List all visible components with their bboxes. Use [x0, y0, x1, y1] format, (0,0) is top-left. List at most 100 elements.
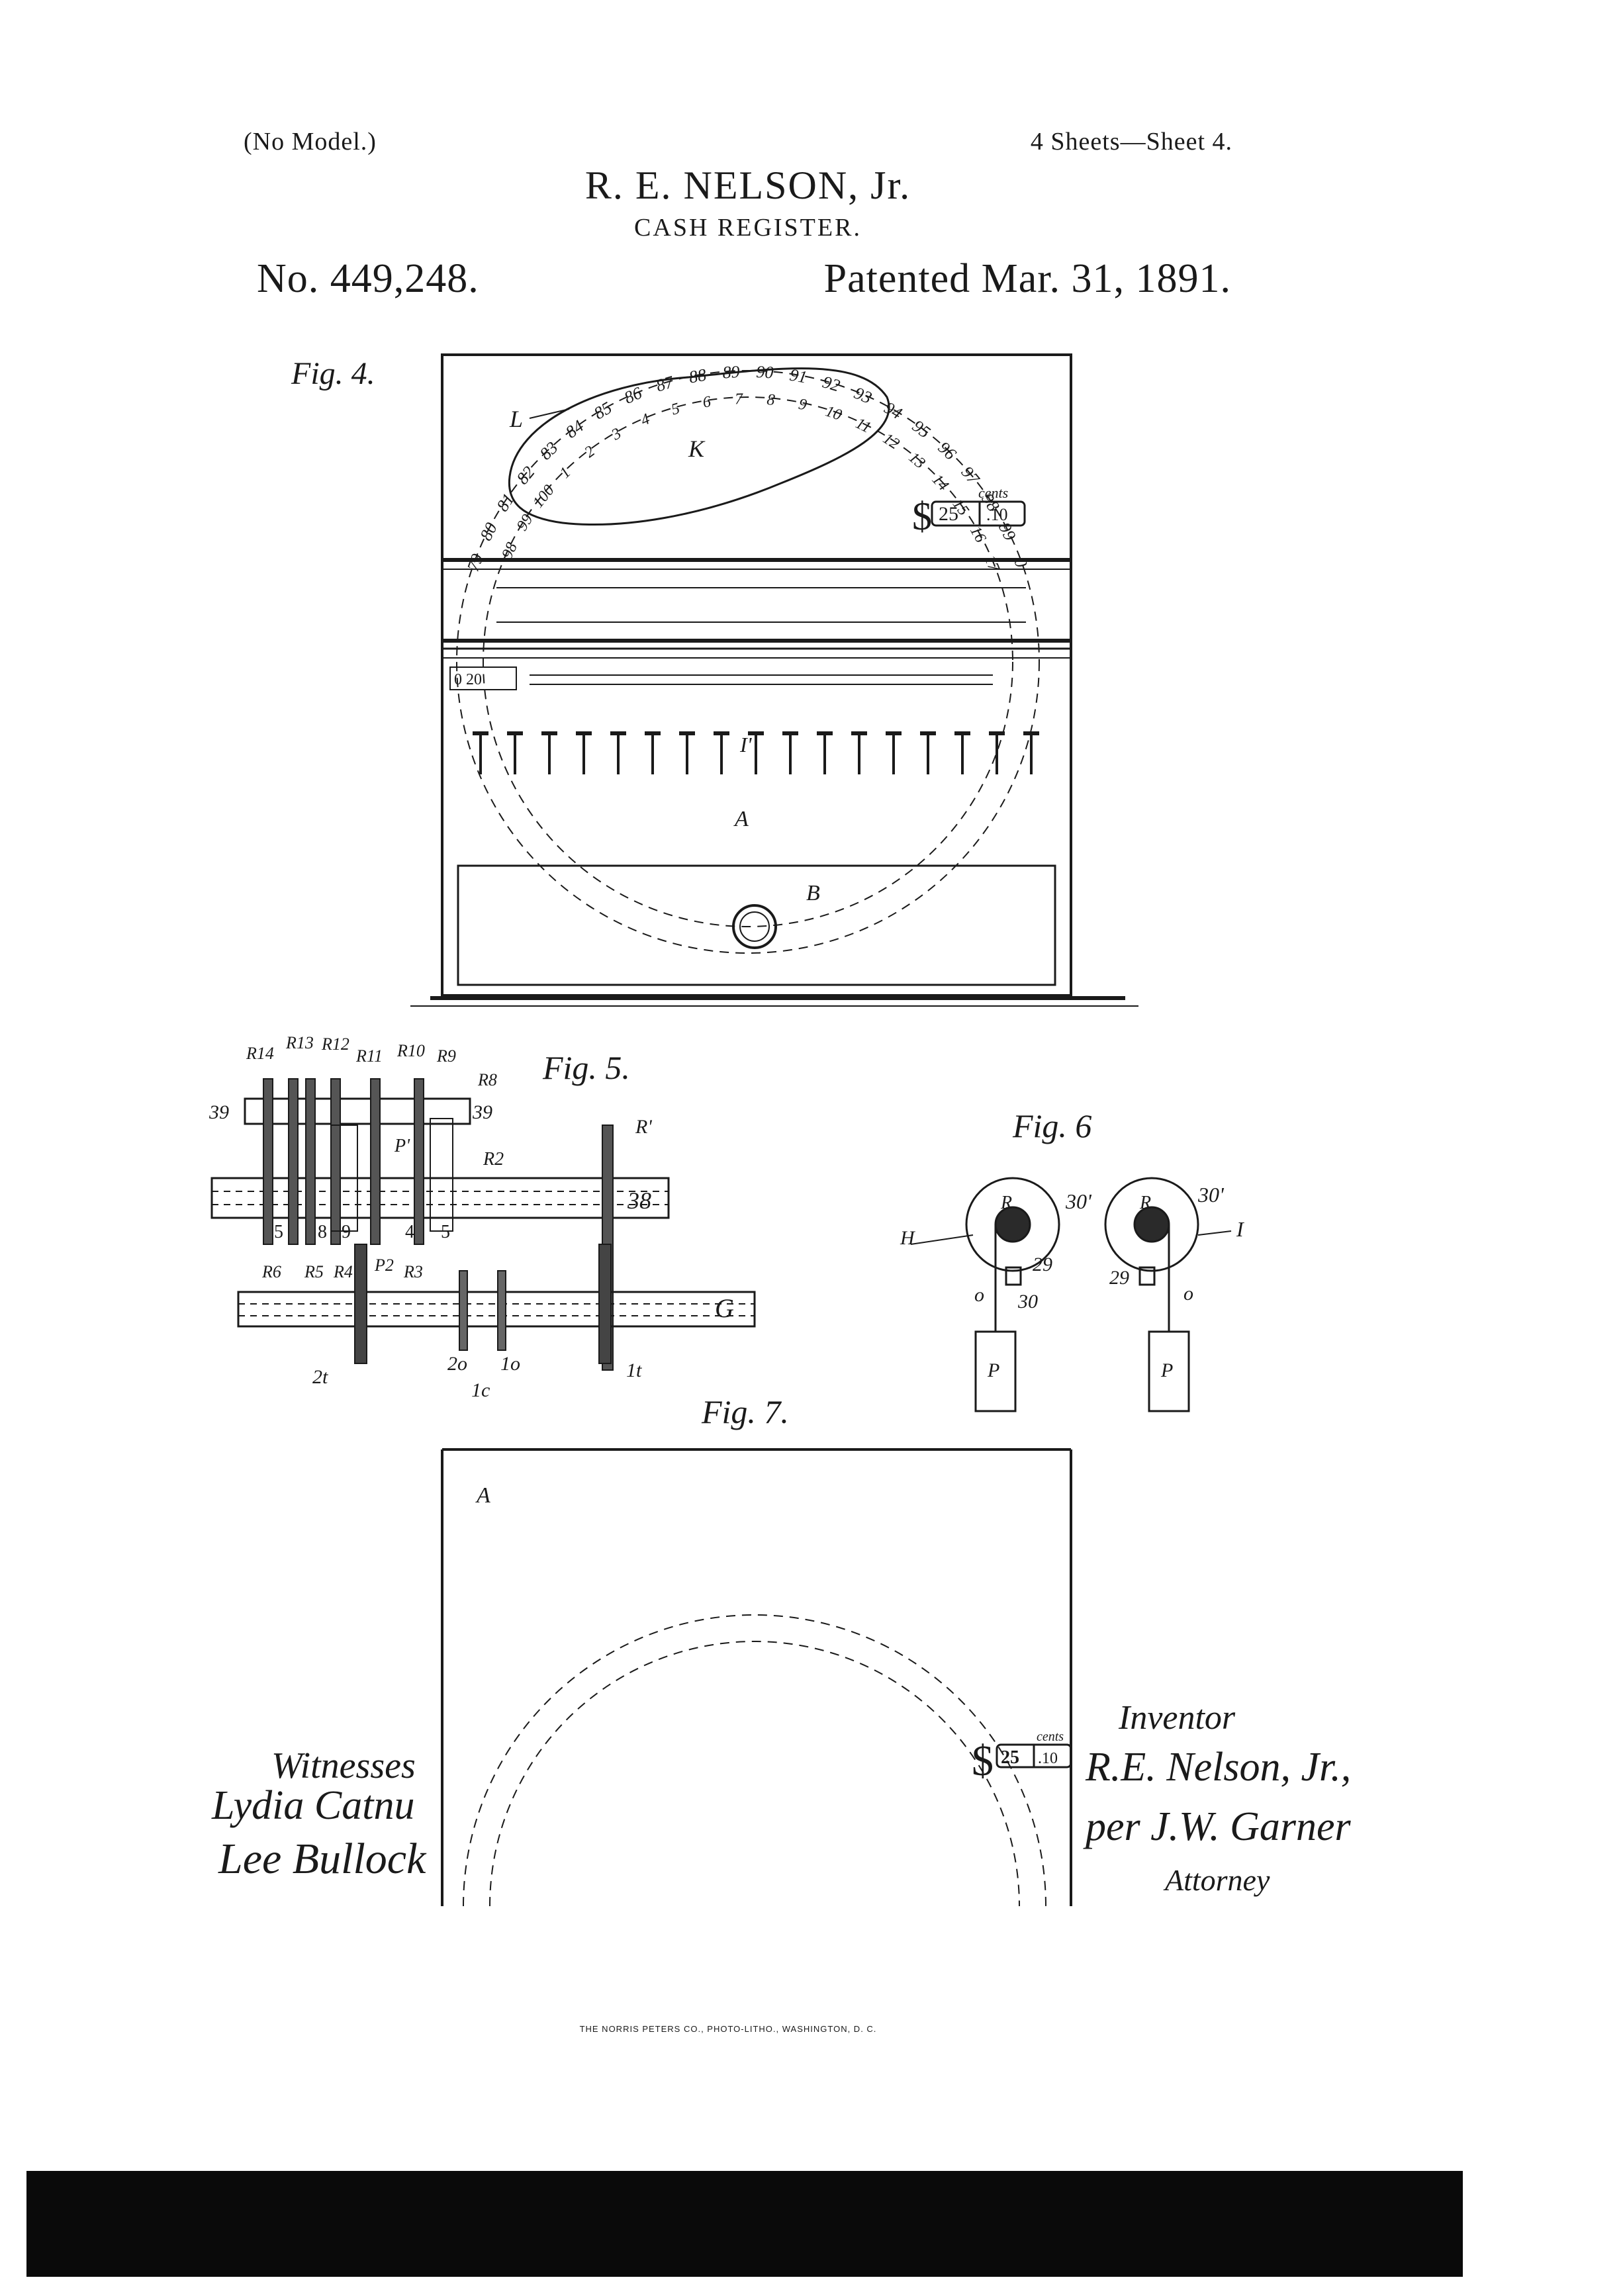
fig4-ref-K: K [688, 436, 706, 462]
fig4-key [576, 731, 592, 774]
dial-number: 88 [688, 365, 708, 387]
fig6-left-ref-o: o [974, 1284, 984, 1306]
fig6-left-ref-29: 29 [1033, 1254, 1052, 1275]
fig6-right-ref-I: I [1236, 1217, 1244, 1241]
dial-number: 93 [851, 383, 874, 408]
fig6-right-ref-30p: 30' [1197, 1183, 1225, 1207]
fig5-wheel-digit: 4 [405, 1222, 414, 1242]
fig5-ref-top: R13 [285, 1033, 314, 1052]
dial-number: 5 [669, 400, 682, 418]
dial-number: 91 [788, 365, 809, 387]
fig5-ref-bottom: P2 [374, 1256, 394, 1275]
fig6-right-ref-o: o [1183, 1283, 1193, 1305]
dial-number: 9 [797, 396, 808, 414]
fig5-wheel [370, 1078, 381, 1245]
dial-number: 11 [853, 415, 873, 437]
patent-date: Patented Mar. 31, 1891. [823, 256, 1231, 301]
fig5-ref-top: R9 [436, 1046, 456, 1066]
fig5-ref-top: R14 [246, 1044, 274, 1063]
fig4-key [886, 731, 902, 774]
fig7-dollar-value: 25 [1001, 1747, 1019, 1768]
fig4-key [610, 731, 626, 774]
fig4-small-window: 0 20 [454, 671, 482, 688]
dial-number: 7 [735, 390, 744, 408]
fig5-label: Fig. 5. [542, 1049, 630, 1086]
fig4-key [817, 731, 833, 774]
fig4-key [782, 731, 798, 774]
dial-number: 89 [722, 362, 741, 382]
dial-number: 79 [463, 551, 487, 574]
fig6-right-ref-R: R [1139, 1193, 1151, 1213]
fig4-key [851, 731, 867, 774]
fig6-left-ref-P: P [987, 1359, 999, 1381]
fig4-cabinet [441, 353, 1072, 997]
fig4-key [679, 731, 695, 774]
fig4-dial-window [508, 367, 890, 526]
dial-number: 1 [557, 464, 575, 482]
invention-title: CASH REGISTER. [634, 214, 862, 242]
dial-number: 90 [756, 362, 774, 382]
fig5-ref-2o: 2o [447, 1353, 467, 1375]
fig5-wheel-digit: 5 [274, 1222, 283, 1242]
fig4-key [748, 731, 764, 774]
fig5-ref-1o: 1o [500, 1353, 520, 1375]
fig4-label: Fig. 4. [291, 356, 375, 391]
fig6-left-ref-H: H [900, 1227, 916, 1249]
fig5-wheel-digit: 8 [318, 1222, 327, 1242]
fig5-ref-1t: 1t [626, 1359, 642, 1381]
fig6-label: Fig. 6 [1012, 1107, 1091, 1144]
attorney-signature: per J.W. Garner [1083, 1804, 1352, 1849]
scan-border [26, 2171, 1463, 2277]
fig5-wheel [263, 1078, 273, 1245]
dial-number: 100 [530, 482, 558, 511]
fig4-ref-I1: I' [739, 733, 753, 757]
fig7-cents-label: cents [1037, 1729, 1064, 1744]
fig4-key [954, 731, 970, 774]
fig5-ref-top: R11 [355, 1046, 383, 1066]
dial-number: 80 [476, 520, 501, 543]
fig4-key [541, 731, 557, 774]
fig4-ref-A: A [733, 807, 749, 831]
fig7-ref-A: A [475, 1483, 490, 1508]
fig4-dollar-sign: $ [912, 494, 932, 538]
dial-number: 92 [820, 372, 842, 395]
fig4-drawer [457, 864, 1056, 986]
witness-2-signature: Lee Bullock [218, 1835, 427, 1883]
fig4-key [989, 731, 1005, 774]
fig7-drawing: Fig. 7. A $ 25 .10 cents [441, 1393, 1072, 1907]
fig5-wheel [414, 1078, 424, 1245]
fig4-dollar-value: 25 [939, 503, 958, 525]
fig7-label: Fig. 7. [701, 1393, 789, 1430]
fig5-ref-2t: 2t [312, 1366, 328, 1388]
fig7-cents-value: .10 [1038, 1750, 1058, 1767]
fig7-dollar-sign: $ [972, 1737, 994, 1785]
fig5-ref-G: G [715, 1293, 734, 1323]
dial-number: 82 [513, 463, 539, 488]
fig4-key [473, 731, 488, 774]
fig4-ref-L: L [509, 406, 523, 432]
fig5-ref-R2: R2 [483, 1149, 504, 1170]
fig4-key [645, 731, 661, 774]
patent-number: No. 449,248. [257, 256, 479, 301]
fig5-wheel-digit: 9 [342, 1222, 351, 1242]
dial-number: 81 [492, 490, 518, 515]
fig4-key-row [473, 731, 1039, 774]
signatures: Witnesses Lydia Catnu Lee Bullock Invent… [211, 1699, 1352, 1897]
fig5-wheel [288, 1078, 299, 1245]
fig4-dial-inner [483, 396, 1013, 927]
fig5-ref-bottom: R6 [261, 1262, 281, 1281]
fig4-cents-label: cents [978, 484, 1008, 501]
witnesses-label: Witnesses [271, 1745, 416, 1786]
fig6-left-ref-30p: 30' [1065, 1189, 1092, 1213]
fig6-drawing: Fig. 6 H R 30' 29 30 o P R 30' [900, 1107, 1244, 1412]
fig4-key [920, 731, 936, 774]
fig5-ref-bottom: R4 [333, 1262, 353, 1281]
dial-number: 12 [880, 430, 902, 453]
model-note: (No Model.) [244, 128, 377, 156]
fig5-ref-39a: 39 [209, 1101, 229, 1123]
attorney-label: Attorney [1163, 1863, 1270, 1897]
dial-number: 16 [966, 524, 989, 546]
fig5-ref-R1: R' [635, 1116, 652, 1138]
fig5-ref-38: 38 [627, 1187, 651, 1214]
